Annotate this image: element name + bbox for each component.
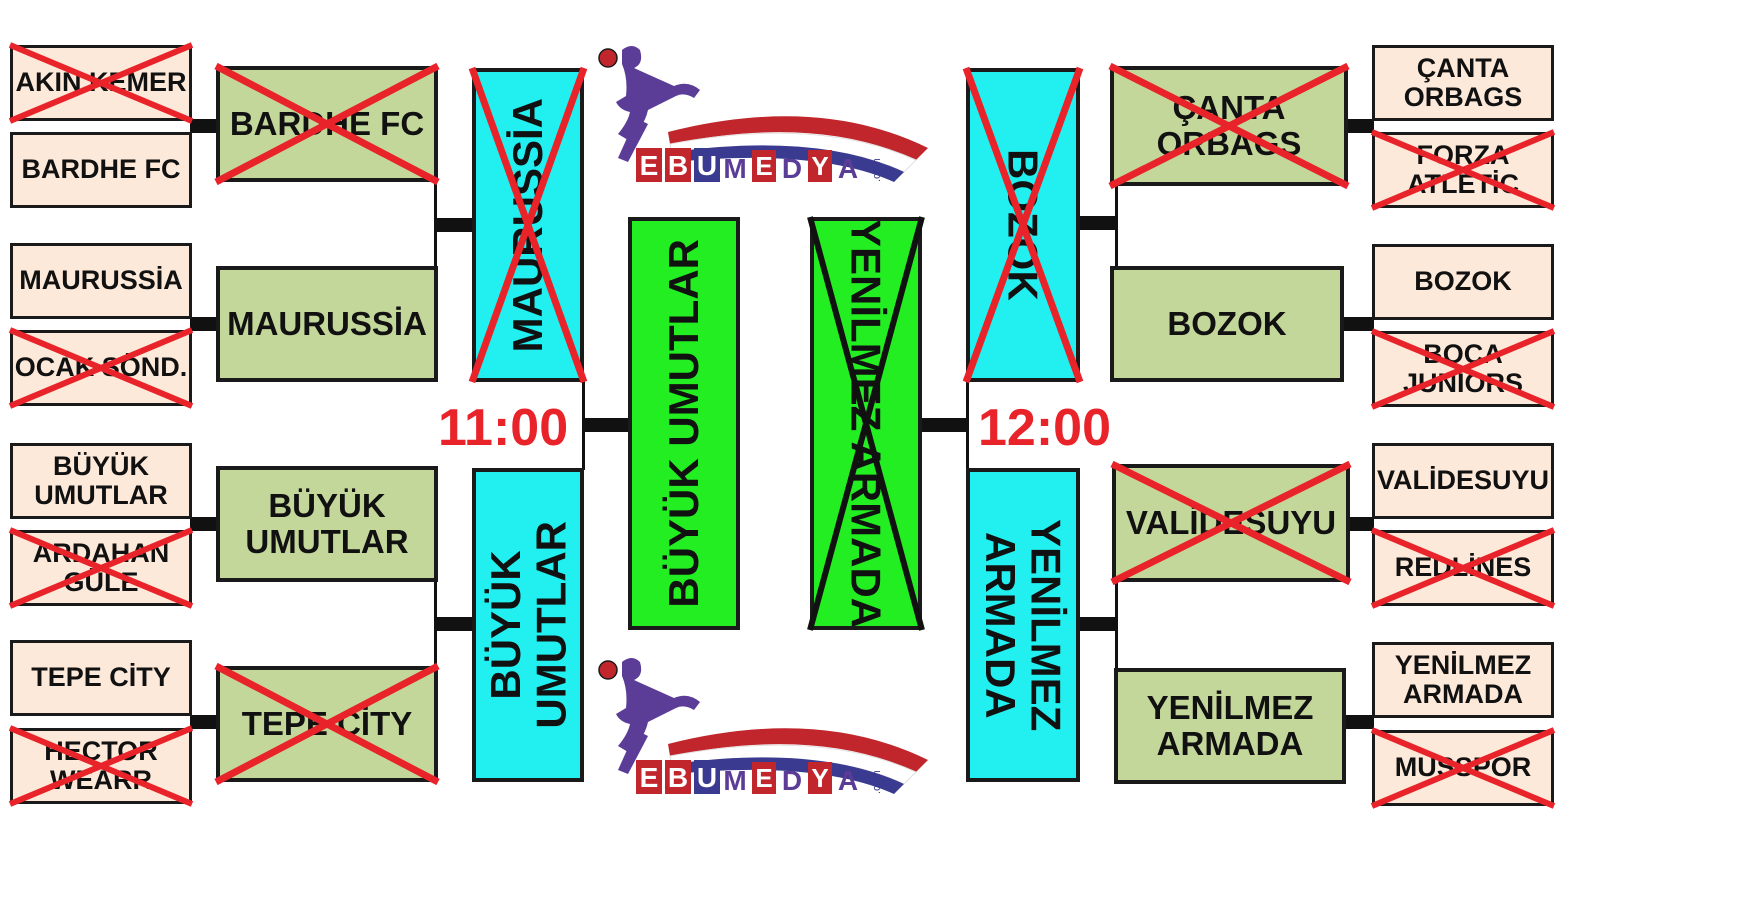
team-label: BOZOK	[1414, 266, 1512, 297]
logo-letters: E B U M E D Y A .com	[636, 148, 883, 184]
logo-letter: M	[723, 153, 746, 184]
team-label: YENİLMEZ ARMADA	[842, 218, 890, 629]
team-label: AKIN KEMER	[15, 67, 187, 98]
team-label: MAURUSSİA	[227, 305, 427, 343]
logo-letter: Y	[811, 763, 828, 793]
team-label: OCAK SÖND.	[14, 352, 188, 383]
logo-letter: B	[668, 762, 688, 793]
team-left-r1-2: BARDHE FC	[10, 132, 192, 208]
team-left-r2-2: MAURUSSİA	[216, 266, 438, 382]
ebumedya-logo-bottom: E B U M E D Y A .com	[598, 658, 928, 796]
team-label: BÜYÜK UMUTLAR	[245, 487, 409, 560]
team-right-r2-2: BOZOK	[1110, 266, 1344, 382]
logo-letter: B	[668, 150, 688, 181]
logo-letter: U	[697, 762, 717, 793]
team-left-r2-1: BARDHE FC	[216, 66, 438, 182]
logo-letter: E	[755, 151, 772, 181]
team-label: YENİLMEZ ARMADA	[1146, 689, 1314, 762]
logo-letter: E	[640, 150, 659, 181]
team-label: YENİLMEZ ARMADA	[1394, 649, 1532, 709]
team-left-r1-7: TEPE CİTY	[10, 640, 192, 716]
team-label: BOCA JUNİORS	[1402, 338, 1524, 398]
logo-letters: E B U M E D Y A .com	[636, 760, 883, 796]
team-label: TEPE CİTY	[31, 662, 171, 693]
team-left-r1-6: ARDAHAN GÜLE	[10, 530, 192, 606]
team-right-r1-3: BOZOK	[1372, 244, 1554, 320]
ebumedya-logo-top: E B U M E D Y A .com	[598, 46, 928, 184]
team-right-r3-2: YENİLMEZ ARMADA	[966, 468, 1080, 782]
match-time-right: 12:00	[978, 399, 1111, 457]
team-label: YENİLMEZ ARMADA	[977, 518, 1070, 732]
team-label: ARDAHAN GÜLE	[32, 537, 170, 597]
logo-letter: E	[755, 763, 772, 793]
team-left-r2-4: TEPE CİTY	[216, 666, 438, 782]
finalist-left: BÜYÜK UMUTLAR	[628, 217, 740, 630]
team-right-r2-1: ÇANTA ORBAGS	[1110, 66, 1348, 186]
team-left-r3-2: BÜYÜK UMUTLAR	[472, 468, 584, 782]
team-label: BARDHE FC	[229, 105, 425, 143]
logo-letter: D	[782, 153, 802, 184]
team-right-r1-5: VALİDESUYU	[1372, 443, 1554, 519]
team-label: ÇANTA ORBAGS	[1403, 52, 1523, 112]
team-label: VALİDESUYU	[1125, 504, 1337, 542]
team-right-r1-1: ÇANTA ORBAGS	[1372, 45, 1554, 121]
team-label: MAURUSSİA	[504, 97, 552, 353]
team-label: BÜYÜK UMUTLAR	[34, 450, 168, 510]
team-label: HECTOR WEARR	[44, 735, 158, 795]
logo-letter: A	[838, 153, 858, 184]
team-label: MUSSPOR	[1394, 752, 1532, 783]
team-label: FORZA ATLETİC	[1407, 139, 1519, 199]
team-label: MAURUSSİA	[19, 265, 183, 296]
team-right-r2-3: VALİDESUYU	[1112, 464, 1350, 582]
team-label: ÇANTA ORBAGS	[1156, 89, 1302, 162]
logo-letter: U	[697, 150, 717, 181]
match-time-left: 11:00	[438, 399, 569, 457]
team-right-r1-2: FORZA ATLETİC	[1372, 132, 1554, 208]
logo-letter: D	[782, 765, 802, 796]
logo-letter: Y	[811, 151, 828, 181]
team-right-r1-4: BOCA JUNİORS	[1372, 331, 1554, 407]
team-label: BÜYÜK UMUTLAR	[660, 239, 708, 608]
logo-suffix: .com	[871, 770, 883, 794]
team-label: BOZOK	[1167, 305, 1287, 343]
team-left-r1-1: AKIN KEMER	[10, 45, 192, 121]
team-right-r1-8: MUSSPOR	[1372, 730, 1554, 806]
team-left-r1-8: HECTOR WEARR	[10, 728, 192, 804]
team-right-r2-4: YENİLMEZ ARMADA	[1114, 668, 1346, 784]
team-left-r1-3: MAURUSSİA	[10, 243, 192, 319]
team-left-r1-5: BÜYÜK UMUTLAR	[10, 443, 192, 519]
team-label: TEPE CİTY	[241, 705, 413, 743]
finalist-right: YENİLMEZ ARMADA	[810, 217, 922, 630]
team-left-r3-1: MAURUSSİA	[472, 68, 584, 382]
team-label: BARDHE FC	[21, 154, 181, 185]
logo-letter: E	[640, 762, 659, 793]
team-label: BOZOK	[999, 149, 1047, 301]
team-left-r1-4: OCAK SÖND.	[10, 330, 192, 406]
team-right-r3-1: BOZOK	[966, 68, 1080, 382]
logo-letter: M	[723, 765, 746, 796]
team-label: REDLİNES	[1394, 552, 1532, 583]
team-label: BÜYÜK UMUTLAR	[481, 521, 574, 729]
team-left-r2-3: BÜYÜK UMUTLAR	[216, 466, 438, 582]
logo-letter: A	[838, 765, 858, 796]
team-right-r1-7: YENİLMEZ ARMADA	[1372, 642, 1554, 718]
logo-suffix: .com	[871, 158, 883, 182]
team-label: VALİDESUYU	[1376, 465, 1550, 496]
team-right-r1-6: REDLİNES	[1372, 530, 1554, 606]
